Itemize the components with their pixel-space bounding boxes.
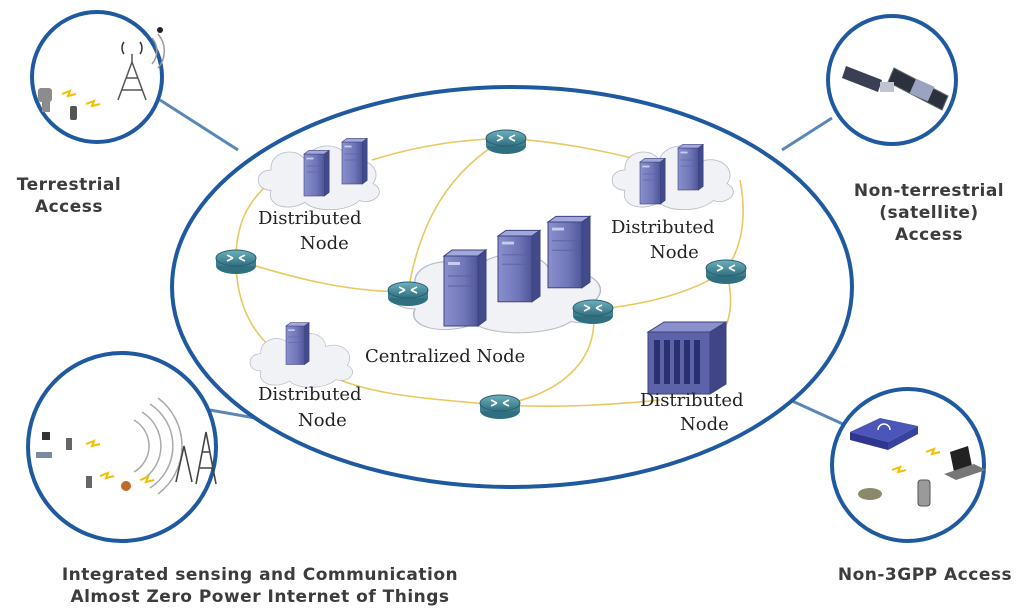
access-connectors bbox=[159, 98, 846, 427]
non-3gpp-access-caption: Non-3GPP Access bbox=[822, 564, 1028, 586]
sensor-icon bbox=[36, 452, 52, 458]
wifi-access-point-icon bbox=[850, 418, 918, 450]
cell-tower-icon bbox=[117, 33, 165, 101]
router-icon bbox=[387, 281, 429, 307]
isac-caption: Integrated sensing and Communication Alm… bbox=[0, 564, 520, 608]
phone-icon bbox=[70, 106, 77, 120]
distributed-node-label-top-right: Distributed bbox=[611, 217, 715, 238]
server-icon bbox=[639, 158, 666, 205]
isac-circle bbox=[26, 351, 218, 543]
router-icon bbox=[572, 299, 614, 325]
radar-wave-icon bbox=[133, 397, 183, 495]
rack-server-icon bbox=[646, 321, 728, 395]
distributed-node-label-bottom-left-line2: Node bbox=[298, 410, 347, 431]
caption-line: Access bbox=[894, 225, 964, 245]
non-3gpp-access-circle bbox=[830, 387, 986, 543]
distributed-node-label-top-left: Distributed bbox=[258, 208, 362, 229]
caption-line: Non-terrestrial bbox=[853, 181, 1005, 201]
distributed-node-label-top-left-line2: Node bbox=[300, 233, 349, 254]
server-icon bbox=[497, 229, 541, 303]
connector-non-3gpp bbox=[789, 398, 846, 427]
server-icon bbox=[547, 215, 591, 289]
router-icon bbox=[479, 394, 521, 420]
link bbox=[235, 259, 409, 293]
desk-phone-icon bbox=[858, 488, 882, 500]
tag-device-icon bbox=[121, 481, 131, 491]
terrestrial-access-caption: Terrestrial Access bbox=[4, 174, 134, 218]
centralized-node-label: Centralized Node bbox=[365, 346, 525, 367]
non-terrestrial-access-caption: Non-terrestrial (satellite) Access bbox=[830, 180, 1028, 246]
router-icon bbox=[215, 249, 257, 275]
caption-line: Terrestrial bbox=[16, 175, 122, 195]
server-icon bbox=[303, 150, 330, 197]
caption-line: Integrated sensing and Communication bbox=[61, 565, 459, 585]
server-icon bbox=[341, 138, 368, 185]
node-labels: Distributed Node Distributed Node Distri… bbox=[258, 208, 744, 435]
non-terrestrial-access-circle bbox=[826, 14, 958, 146]
distributed-node-label-bottom-right: Distributed bbox=[640, 390, 744, 411]
connector-non-terrestrial bbox=[781, 116, 833, 152]
distributed-node-label-bottom-left: Distributed bbox=[258, 384, 362, 405]
distributed-node-label-bottom-right-line2: Node bbox=[680, 414, 729, 435]
cell-tower-icon bbox=[175, 431, 217, 485]
caption-line: Almost Zero Power Internet of Things bbox=[70, 587, 450, 607]
caption-line: Non-3GPP Access bbox=[837, 565, 1013, 585]
server-icon bbox=[677, 144, 704, 191]
connector-terrestrial bbox=[159, 98, 239, 152]
phone-icon bbox=[86, 476, 92, 488]
router-icon bbox=[705, 259, 747, 285]
caption-line: (satellite) bbox=[879, 203, 979, 223]
phone-icon bbox=[66, 438, 72, 450]
laptop-icon bbox=[944, 446, 986, 480]
server-icon bbox=[285, 322, 310, 365]
link bbox=[499, 399, 661, 407]
link bbox=[407, 137, 507, 293]
satellite-icon bbox=[842, 66, 949, 111]
link bbox=[339, 379, 501, 406]
distributed-node-label-top-right-line2: Node bbox=[650, 242, 699, 263]
terrestrial-access-circle bbox=[30, 10, 165, 144]
router-icon bbox=[485, 129, 527, 155]
sensor-icon bbox=[42, 432, 50, 440]
link bbox=[499, 309, 595, 406]
server-icon bbox=[443, 249, 487, 327]
caption-line: Access bbox=[34, 197, 104, 217]
robot-device-icon bbox=[38, 88, 52, 112]
handset-icon bbox=[917, 479, 931, 507]
